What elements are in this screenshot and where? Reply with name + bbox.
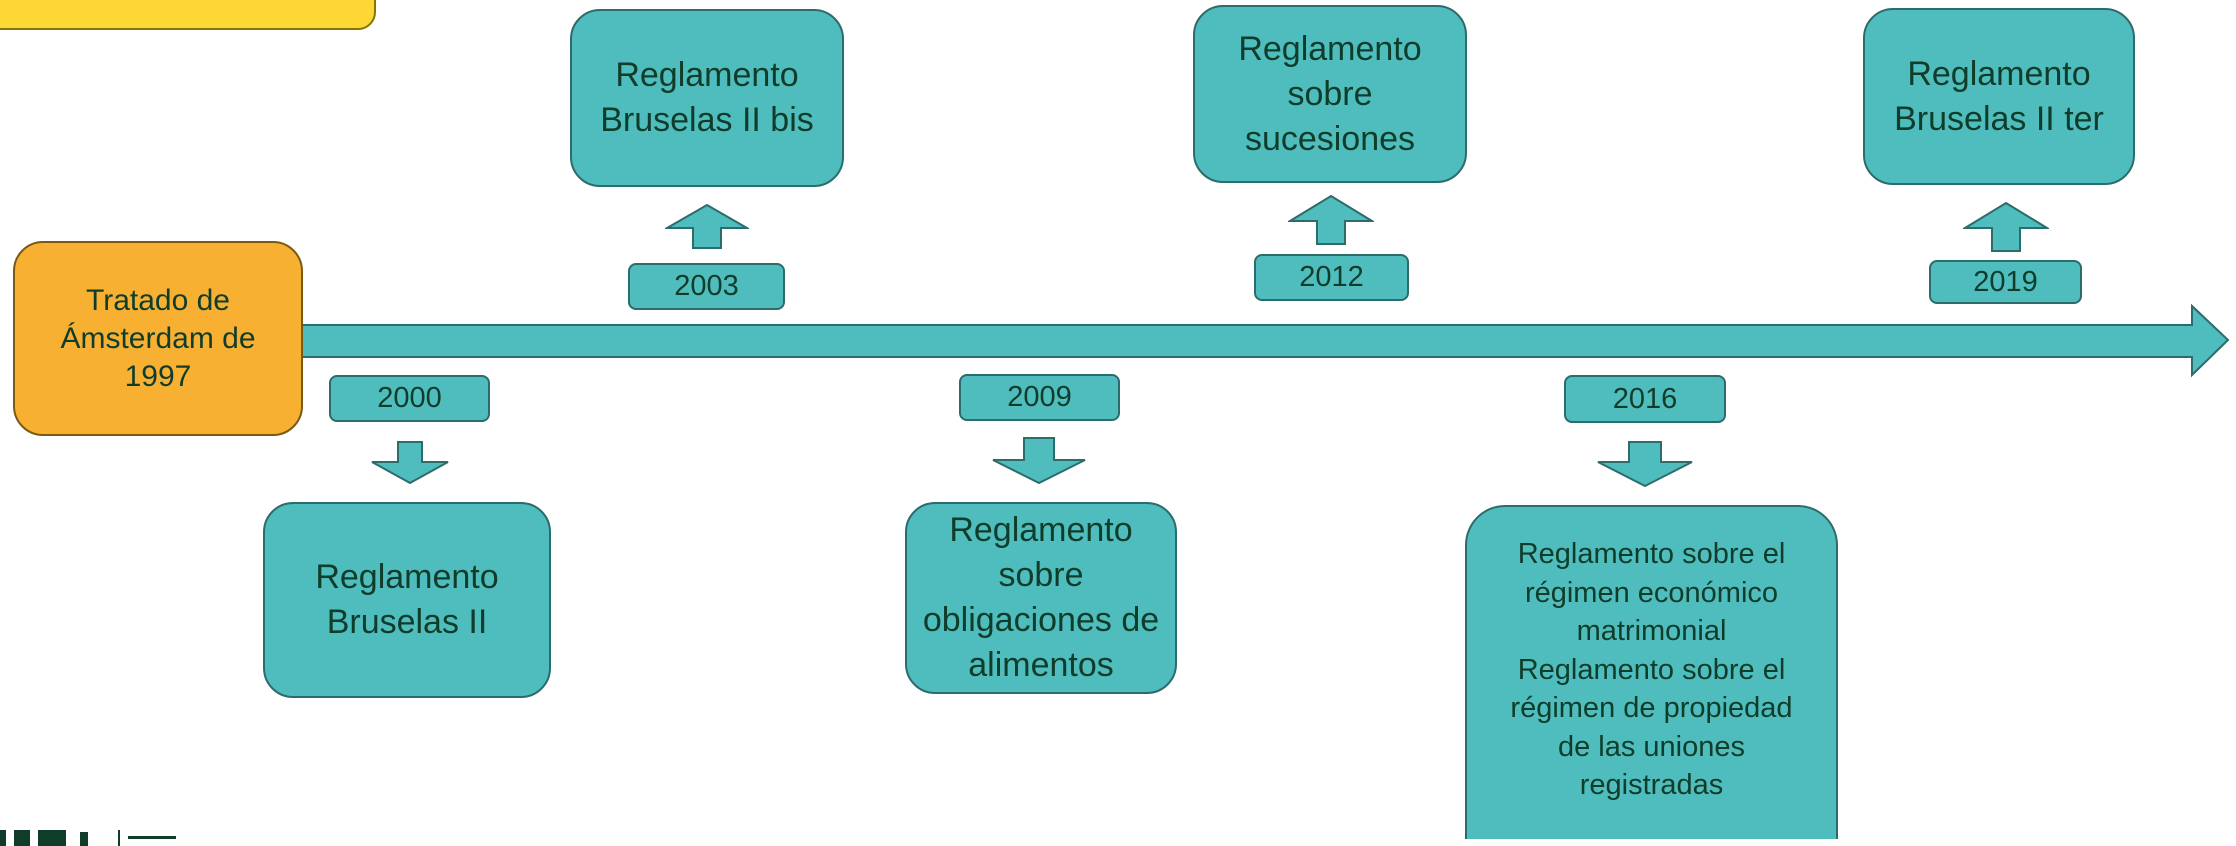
event-box-2019: Reglamento Bruselas II ter bbox=[1863, 8, 2135, 185]
logo-mark bbox=[0, 830, 176, 846]
year-badge-2012: 2012 bbox=[1254, 254, 1409, 301]
up-arrow-icon bbox=[665, 203, 749, 249]
up-arrow-icon bbox=[1963, 201, 2049, 252]
down-arrow-icon bbox=[1597, 441, 1693, 488]
year-badge-2000: 2000 bbox=[329, 375, 490, 422]
event-box-2003: Reglamento Bruselas II bis bbox=[570, 9, 844, 187]
up-arrow-icon bbox=[1288, 194, 1374, 245]
year-badge-2016: 2016 bbox=[1564, 375, 1726, 423]
down-arrow-icon bbox=[371, 441, 449, 485]
event-box-2009: Reglamento sobre obligaciones de aliment… bbox=[905, 502, 1177, 694]
year-badge-2003: 2003 bbox=[628, 263, 785, 310]
event-box-2016: Reglamento sobre el régimen económico ma… bbox=[1465, 505, 1838, 839]
event-box-2012: Reglamento sobre sucesiones bbox=[1193, 5, 1467, 183]
corner-header-tab bbox=[0, 0, 376, 30]
origin-label: Tratado de Ámsterdam de 1997 bbox=[60, 283, 256, 393]
event-box-2000: Reglamento Bruselas II bbox=[263, 502, 551, 698]
year-badge-2019: 2019 bbox=[1929, 260, 2082, 304]
down-arrow-icon bbox=[992, 437, 1086, 485]
year-badge-2009: 2009 bbox=[959, 374, 1120, 421]
origin-box: Tratado de Ámsterdam de 1997 bbox=[13, 241, 303, 436]
